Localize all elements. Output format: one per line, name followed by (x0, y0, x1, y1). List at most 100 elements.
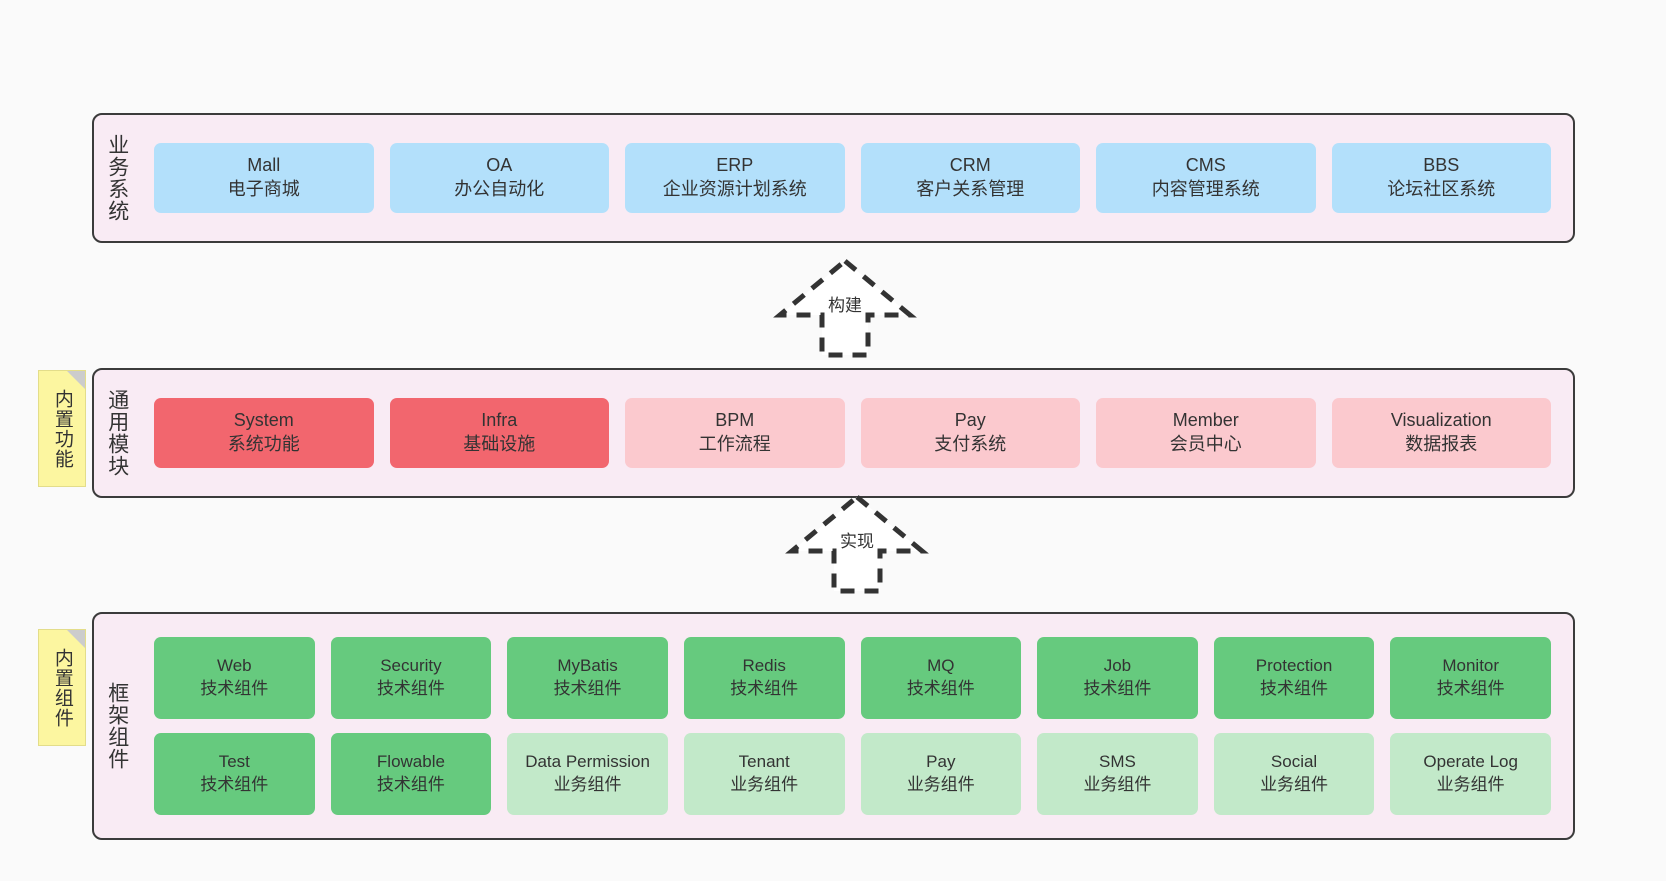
card-title: Mall (247, 155, 281, 176)
business-system-card[interactable]: CRM 客户关系管理 (860, 143, 1080, 213)
card-subtitle: 技术组件 (1083, 679, 1152, 698)
card-title: Monitor (1442, 656, 1500, 676)
card-title: SMS (1099, 752, 1136, 772)
card-subtitle: 企业资源计划系统 (662, 179, 807, 199)
card-subtitle: 办公自动化 (454, 179, 545, 199)
card-subtitle: 业务组件 (730, 775, 799, 794)
sticky-note-label: 内置功能 (51, 388, 73, 469)
card-title: MyBatis (557, 656, 618, 676)
card-title: Security (380, 656, 442, 676)
framework-component-card[interactable]: Redis 技术组件 (683, 637, 845, 719)
card-subtitle: 技术组件 (200, 679, 269, 698)
card-title: Social (1270, 752, 1318, 772)
common-module-card[interactable]: Pay 支付系统 (860, 398, 1080, 468)
framework-components-row-1: Web 技术组件 Security 技术组件 MyBatis 技术组件 (146, 637, 1559, 719)
card-title: ERP (716, 155, 754, 176)
connector-build-label: 构建 (828, 296, 862, 315)
card-title: Visualization (1390, 410, 1492, 431)
connector-build: 构建 (760, 253, 930, 363)
layer-framework-components: 框架组件 Web 技术组件 Security 技术组件 (92, 612, 1575, 840)
card-subtitle: 基础设施 (463, 434, 536, 454)
card-title: Pay (954, 410, 986, 431)
common-module-card[interactable]: Visualization 数据报表 (1331, 398, 1551, 468)
card-subtitle: 会员中心 (1169, 434, 1242, 454)
card-subtitle: 工作流程 (698, 434, 771, 454)
business-system-card[interactable]: BBS 论坛社区系统 (1331, 143, 1551, 213)
common-module-card[interactable]: Member 会员中心 (1096, 398, 1316, 468)
card-title: Tenant (738, 752, 790, 772)
card-title: System (233, 410, 294, 431)
card-title: Member (1172, 410, 1239, 431)
card-subtitle: 业务组件 (1260, 775, 1329, 794)
framework-component-card[interactable]: Data Permission 业务组件 (507, 733, 668, 815)
card-subtitle: 业务组件 (1083, 775, 1152, 794)
framework-component-card[interactable]: Pay 业务组件 (860, 733, 1022, 815)
card-subtitle: 系统功能 (227, 434, 300, 454)
card-subtitle: 技术组件 (376, 775, 445, 794)
card-subtitle: 客户关系管理 (916, 179, 1025, 199)
sticky-note-builtin-component: 内置组件 (38, 629, 86, 746)
card-title: Flowable (376, 752, 445, 772)
card-subtitle: 技术组件 (1260, 679, 1329, 698)
common-module-card[interactable]: System 系统功能 (154, 398, 374, 468)
card-subtitle: 技术组件 (906, 679, 975, 698)
common-modules-row: System 系统功能 Infra 基础设施 BPM 工作流程 (146, 398, 1559, 468)
card-subtitle: 数据报表 (1405, 434, 1478, 454)
connector-implement: 实现 (772, 489, 942, 599)
card-title: Web (216, 656, 252, 676)
framework-component-card[interactable]: Protection 技术组件 (1213, 637, 1375, 719)
framework-component-card[interactable]: Job 技术组件 (1037, 637, 1198, 719)
framework-component-card[interactable]: Test 技术组件 (154, 733, 315, 815)
card-title: BBS (1423, 155, 1460, 176)
card-title: BPM (715, 410, 755, 431)
dashed-up-arrow-icon (773, 257, 917, 358)
business-system-card[interactable]: ERP 企业资源计划系统 (625, 143, 845, 213)
framework-component-card[interactable]: SMS 业务组件 (1037, 733, 1198, 815)
layer-framework-components-label: 框架组件 (105, 682, 129, 770)
card-subtitle: 技术组件 (376, 679, 445, 698)
dashed-up-arrow-icon (785, 493, 929, 594)
card-subtitle: 技术组件 (1436, 679, 1505, 698)
sticky-note-builtin-function: 内置功能 (38, 370, 86, 487)
framework-component-card[interactable]: MQ 技术组件 (860, 637, 1022, 719)
framework-component-card[interactable]: Operate Log 业务组件 (1390, 733, 1551, 815)
business-systems-row: Mall 电子商城 OA 办公自动化 ERP 企业资源计划系统 (146, 143, 1559, 213)
framework-component-card[interactable]: Web 技术组件 (154, 637, 315, 719)
card-title: Protection (1255, 656, 1333, 676)
card-title: Test (218, 752, 250, 772)
framework-components-row-2: Test 技术组件 Flowable 技术组件 Data Permission … (146, 733, 1559, 815)
layer-common-modules-label: 通用模块 (105, 389, 129, 477)
layer-common-modules-body: System 系统功能 Infra 基础设施 BPM 工作流程 (140, 370, 1573, 496)
framework-component-card[interactable]: Social 业务组件 (1213, 733, 1375, 815)
framework-component-card[interactable]: Security 技术组件 (330, 637, 492, 719)
business-system-card[interactable]: CMS 内容管理系统 (1096, 143, 1316, 213)
card-subtitle: 技术组件 (200, 775, 269, 794)
layer-common-modules: 通用模块 System 系统功能 Infra 基础设施 (92, 368, 1575, 498)
common-module-card[interactable]: BPM 工作流程 (625, 398, 845, 468)
card-title: CMS (1185, 155, 1226, 176)
business-system-card[interactable]: OA 办公自动化 (389, 143, 609, 213)
card-subtitle: 业务组件 (553, 775, 622, 794)
layer-business-systems-body: Mall 电子商城 OA 办公自动化 ERP 企业资源计划系统 (140, 115, 1573, 241)
sticky-note-label: 内置组件 (51, 647, 73, 728)
card-subtitle: 业务组件 (1436, 775, 1505, 794)
business-system-card[interactable]: Mall 电子商城 (154, 143, 374, 213)
card-title: Infra (481, 410, 518, 431)
framework-component-card[interactable]: MyBatis 技术组件 (507, 637, 668, 719)
card-subtitle: 业务组件 (906, 775, 975, 794)
card-title: Pay (926, 752, 956, 772)
card-title: Job (1103, 656, 1132, 676)
card-title: Operate Log (1423, 752, 1518, 772)
card-title: CRM (949, 155, 991, 176)
card-title: Redis (742, 656, 786, 676)
layer-business-systems: 业务系统 Mall 电子商城 OA 办公自动化 ERP (92, 113, 1575, 243)
framework-component-card[interactable]: Monitor 技术组件 (1390, 637, 1551, 719)
common-module-card[interactable]: Infra 基础设施 (389, 398, 609, 468)
card-subtitle: 技术组件 (553, 679, 622, 698)
card-title: MQ (927, 656, 955, 676)
layer-business-systems-label: 业务系统 (105, 134, 129, 222)
framework-component-card[interactable]: Tenant 业务组件 (683, 733, 845, 815)
card-subtitle: 内容管理系统 (1151, 179, 1260, 199)
framework-component-card[interactable]: Flowable 技术组件 (330, 733, 492, 815)
